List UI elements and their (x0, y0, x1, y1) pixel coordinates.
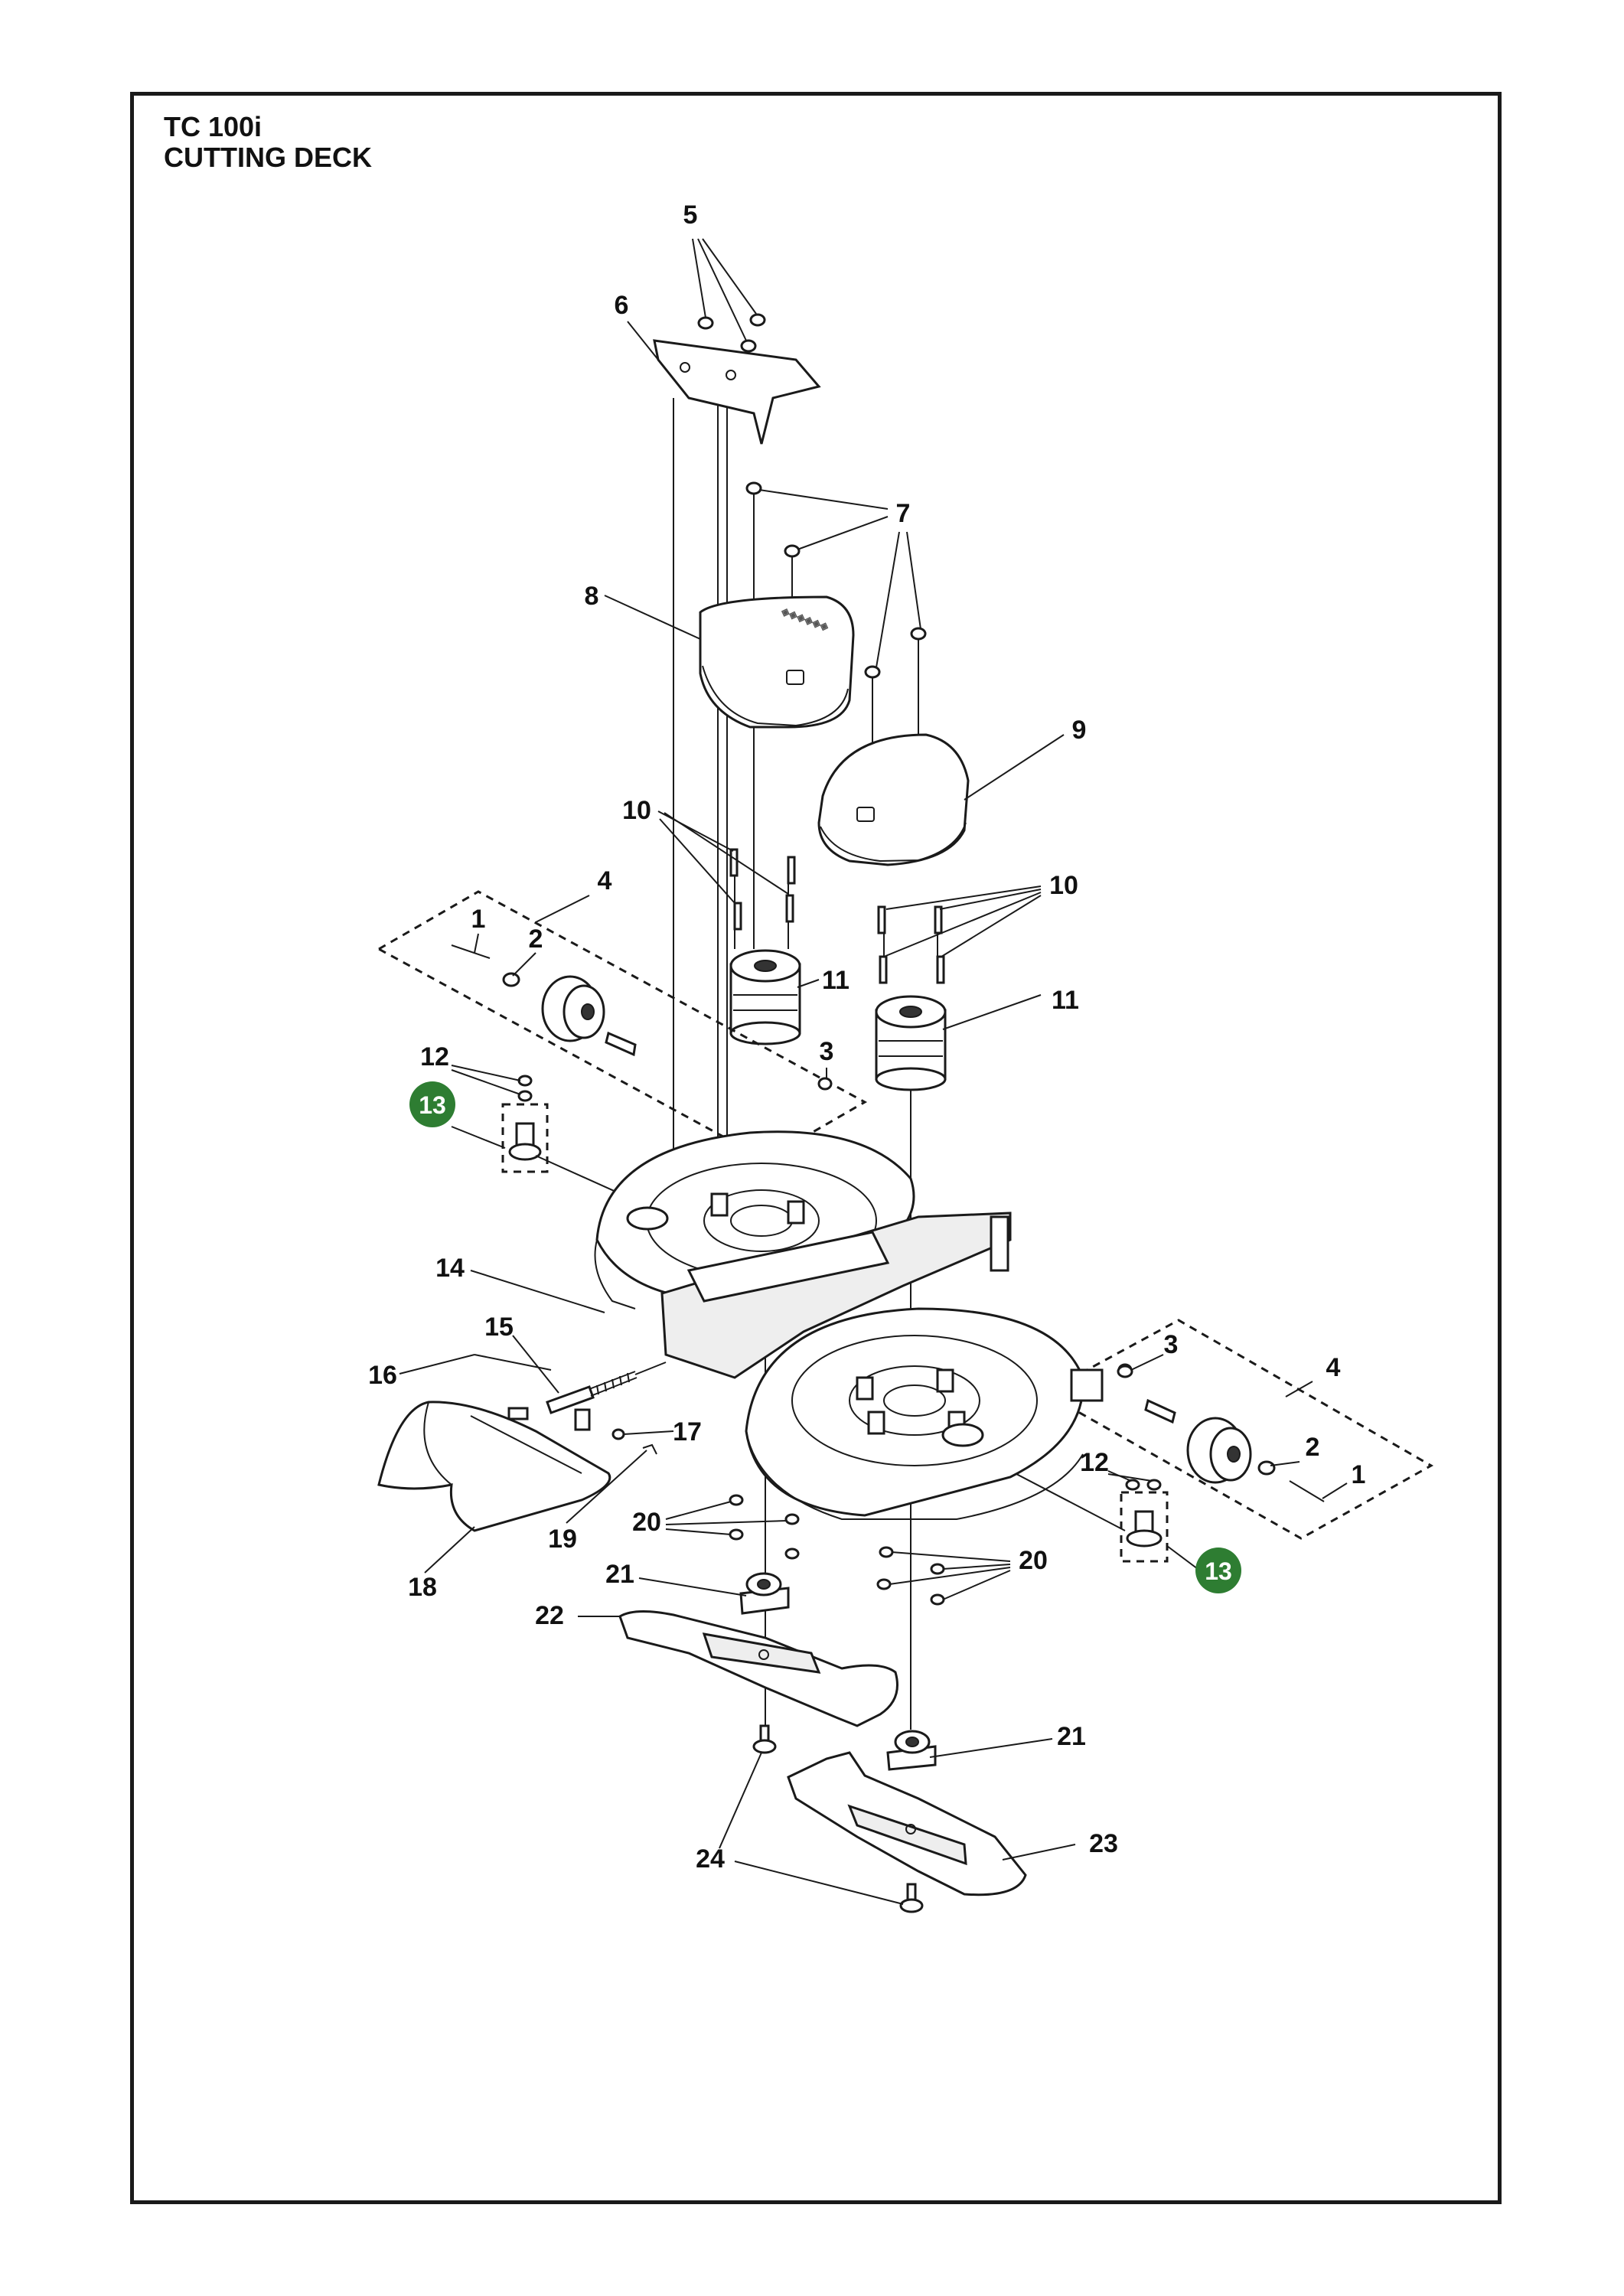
part-22-blade-upper (618, 1609, 898, 1727)
part-18-discharge-chute (377, 1401, 611, 1532)
part-23-blade-lower (787, 1751, 1027, 1896)
part-15-spring-link (546, 1362, 667, 1414)
callout-11-left: 11 (822, 966, 850, 995)
part-20-screws (729, 1494, 945, 1606)
part-11-motor-right (875, 995, 947, 1091)
callout-2-left: 2 (529, 925, 543, 954)
callout-4-left: 4 (598, 866, 612, 895)
callout-2-right: 2 (1306, 1433, 1320, 1462)
part-24-blade-bolt-upper (752, 1724, 777, 1754)
callout-1-right: 1 (1352, 1460, 1366, 1489)
callout-3-left: 3 (820, 1037, 834, 1066)
model-title: TC 100i (164, 111, 263, 142)
part-16-rod (474, 1354, 552, 1371)
callout-8: 8 (585, 582, 599, 611)
part-13-height-adjuster-left (501, 1075, 690, 1225)
callout-13-left: 13 (419, 1091, 446, 1119)
callout-3-right: 3 (1164, 1330, 1179, 1359)
callout-24: 24 (696, 1844, 725, 1874)
assembly-guide-lines (673, 398, 938, 1730)
part-4-wheel-kit-left (376, 890, 868, 1161)
highlight-callouts: 13 13 (409, 1081, 1241, 1593)
part-6-bracket (653, 339, 821, 445)
leader-lines (399, 238, 1348, 1905)
part-14-cutting-deck (594, 1130, 1104, 1520)
callout-6: 6 (615, 291, 629, 320)
part-7-screws (745, 481, 927, 679)
diagram-frame (130, 92, 1502, 2204)
callout-4-right: 4 (1326, 1353, 1341, 1382)
part-17-pin (611, 1428, 625, 1440)
callout-19: 19 (548, 1525, 577, 1554)
callout-14: 14 (435, 1254, 465, 1283)
callout-11-right: 11 (1052, 986, 1079, 1015)
section-title: CUTTING DECK (164, 142, 372, 173)
callout-16: 16 (368, 1361, 397, 1390)
part-8-motor-cover: ◈◈◈◈◈◈ (699, 595, 855, 729)
callout-18: 18 (408, 1573, 437, 1602)
part-10-bolts (729, 848, 945, 984)
callout-21-left: 21 (605, 1560, 634, 1589)
callout-7: 7 (896, 499, 911, 528)
part-24-blade-bolt-lower (899, 1883, 924, 1913)
part-3-nuts (1117, 1365, 1133, 1378)
highlight-13-left-badge (409, 1081, 455, 1127)
callout-10-right: 10 (1049, 871, 1078, 900)
part-5-screws (697, 313, 766, 353)
callout-5: 5 (683, 201, 698, 230)
callout-21-right: 21 (1057, 1722, 1086, 1751)
callout-23: 23 (1089, 1829, 1118, 1858)
callout-12-left: 12 (420, 1042, 449, 1071)
callout-20-right: 20 (1019, 1546, 1048, 1575)
part-21-blade-adapter-left (739, 1572, 790, 1615)
callout-17: 17 (673, 1417, 702, 1446)
callout-13-right: 13 (1205, 1557, 1232, 1585)
callout-1-left: 1 (471, 905, 486, 934)
part-11-motor-left (729, 949, 801, 1045)
callout-20-left: 20 (632, 1508, 661, 1537)
part-9-motor-cover (817, 733, 970, 866)
part-19-clip (642, 1443, 657, 1455)
callout-9: 9 (1072, 716, 1087, 745)
highlight-13-right-badge (1195, 1548, 1241, 1593)
part-21-blade-adapter-right (886, 1730, 937, 1771)
callout-10-left: 10 (622, 796, 651, 825)
callout-22: 22 (535, 1601, 564, 1630)
callout-15: 15 (484, 1313, 514, 1342)
part-4-wheel-kit-right (1042, 1319, 1434, 1540)
callout-labels: 5 6 7 8 9 10 10 11 11 4 4 1 1 2 2 3 3 12… (368, 201, 1365, 1874)
callout-12-right: 12 (1080, 1448, 1109, 1477)
